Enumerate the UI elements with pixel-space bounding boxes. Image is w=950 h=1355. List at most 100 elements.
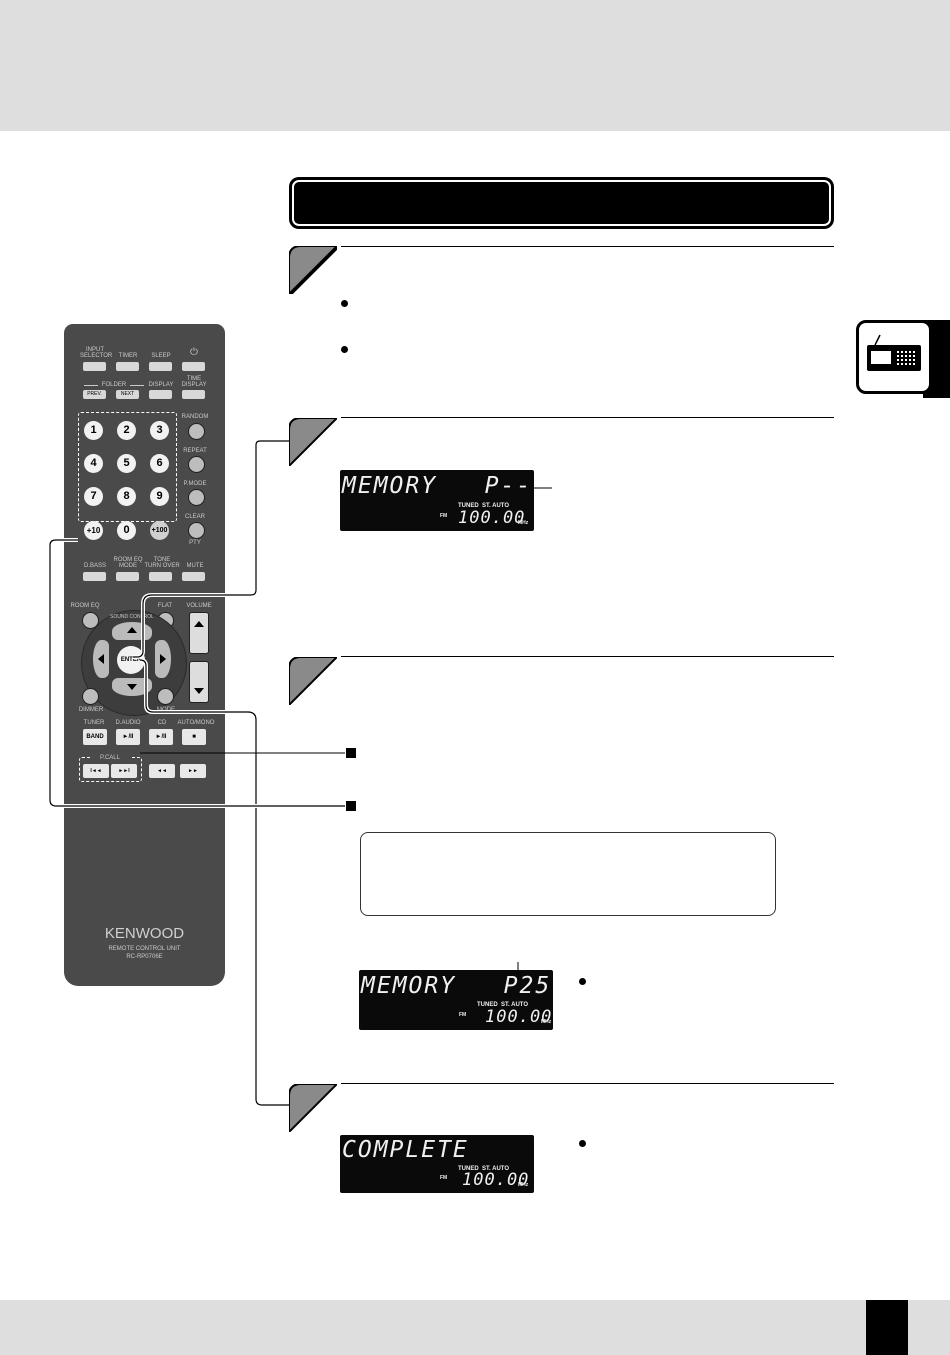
band-button[interactable]: BAND xyxy=(83,729,107,745)
dbass-label: D.BASS xyxy=(83,563,106,569)
folder-bracket xyxy=(84,385,98,386)
radio-icon xyxy=(856,320,932,394)
random-button[interactable] xyxy=(188,423,205,440)
lcd-memory-p25: MEMORY P25 TUNED ST. AUTO FM 100.00 MHz xyxy=(359,970,553,1030)
flat-label: FLAT xyxy=(157,603,173,609)
down-arrow-icon xyxy=(194,688,204,694)
repeat-button[interactable] xyxy=(188,456,205,473)
mode-button[interactable] xyxy=(157,688,174,705)
number-2-button[interactable]: 2 xyxy=(117,421,136,440)
up-button[interactable] xyxy=(112,622,152,640)
lcd-indicators: TUNED ST. AUTO xyxy=(477,1002,529,1008)
bullet xyxy=(341,300,348,307)
pcall-prev-button[interactable]: I◄◄ xyxy=(83,764,109,778)
time-display-label: TIME DISPLAY xyxy=(181,376,207,388)
number-8-button[interactable]: 8 xyxy=(117,487,136,506)
down-button[interactable] xyxy=(112,678,152,696)
lcd-unit: MHz xyxy=(518,1182,529,1188)
dimmer-button[interactable] xyxy=(82,688,99,705)
pcall-label: P.CALL xyxy=(90,755,130,761)
right-button[interactable] xyxy=(155,640,171,678)
power-button[interactable] xyxy=(182,362,205,371)
bullet xyxy=(341,346,348,353)
bullet xyxy=(579,978,586,985)
lcd-frequency: 100.00 xyxy=(458,508,526,528)
dimmer-label: DIMMER xyxy=(78,707,104,713)
volume-up-button[interactable] xyxy=(189,612,209,654)
random-label: RANDOM xyxy=(181,414,209,420)
subheading-marker xyxy=(346,801,356,811)
display-button[interactable] xyxy=(149,390,172,399)
tone-turn-over-label: TONE TURN OVER xyxy=(144,557,180,569)
number-7-button[interactable]: 7 xyxy=(84,487,103,506)
stop-button[interactable]: ■ xyxy=(182,729,206,745)
clear-label: CLEAR xyxy=(184,514,205,520)
lcd-main-text: MEMORY P25 xyxy=(361,973,552,999)
step-4-marker xyxy=(289,1084,337,1132)
pty-label: PTY xyxy=(189,540,201,546)
lcd-main-text: COMPLETE xyxy=(342,1137,469,1163)
number-5-button[interactable]: 5 xyxy=(117,454,136,473)
room-eq-mode-button[interactable] xyxy=(116,572,139,581)
room-eq-label: ROOM EQ xyxy=(70,603,100,609)
lcd-band: FM xyxy=(440,513,448,519)
lcd-unit: MHz xyxy=(518,520,529,526)
subheading-marker xyxy=(346,748,356,758)
daudio-label: D.AUDIO xyxy=(115,720,141,726)
sleep-label: SLEEP xyxy=(151,353,171,359)
brand-logo: KENWOOD xyxy=(104,925,185,942)
prev-folder-button[interactable]: PREV. xyxy=(83,390,106,399)
left-arrow-icon xyxy=(98,654,104,664)
pcall-next-button[interactable]: ►►I xyxy=(111,764,137,778)
top-band xyxy=(0,0,950,131)
plus100-button[interactable]: +100 xyxy=(150,521,169,540)
folder-bracket xyxy=(130,385,144,386)
number-9-button[interactable]: 9 xyxy=(150,487,169,506)
pmode-label: P.MODE xyxy=(183,481,207,487)
sleep-button[interactable] xyxy=(149,362,172,371)
bullet xyxy=(579,1140,586,1147)
next-folder-button[interactable]: NEXT xyxy=(116,390,139,399)
number-4-button[interactable]: 4 xyxy=(84,454,103,473)
cd-play-pause-button[interactable]: ►/II xyxy=(149,729,173,745)
number-1-button[interactable]: 1 xyxy=(84,421,103,440)
volume-down-button[interactable] xyxy=(189,661,209,703)
volume-label: VOLUME xyxy=(186,603,212,609)
display-label: DISPLAY xyxy=(148,382,174,388)
number-3-button[interactable]: 3 xyxy=(150,421,169,440)
rewind-button[interactable]: ◄◄ xyxy=(149,764,175,778)
lcd-main-text: MEMORY P-- xyxy=(342,473,533,499)
step-2-rule xyxy=(341,417,834,418)
time-display-button[interactable] xyxy=(182,390,205,399)
number-0-button[interactable]: 0 xyxy=(117,521,136,540)
tone-button[interactable] xyxy=(149,572,172,581)
left-button[interactable] xyxy=(93,640,109,678)
mute-button[interactable] xyxy=(182,572,205,581)
step-3-rule xyxy=(341,656,834,657)
lcd-indicators: TUNED ST. AUTO xyxy=(458,1166,510,1172)
page-number-box xyxy=(866,1300,908,1355)
pmode-button[interactable] xyxy=(188,489,205,506)
up-arrow-icon xyxy=(194,621,204,627)
section-title-bar xyxy=(289,177,834,229)
lcd-indicators: TUNED ST. AUTO xyxy=(458,503,510,509)
dbass-button[interactable] xyxy=(83,572,106,581)
number-6-button[interactable]: 6 xyxy=(150,454,169,473)
enter-button[interactable]: ENTER xyxy=(117,646,145,674)
step-1-rule xyxy=(341,246,834,247)
power-icon: ⏻ xyxy=(190,347,198,358)
room-eq-mode-label: ROOM EQ MODE xyxy=(113,557,143,569)
lcd-frequency: 100.00 xyxy=(462,1170,530,1190)
daudio-play-pause-button[interactable]: ►/II xyxy=(116,729,140,745)
clear-button[interactable] xyxy=(188,522,205,539)
right-arrow-icon xyxy=(160,654,166,664)
input-selector-button[interactable] xyxy=(83,362,106,371)
remote-control: INPUT SELECTOR TIMER SLEEP ⏻ FOLDER DISP… xyxy=(64,324,225,986)
step-2-marker xyxy=(289,418,337,466)
step-3-marker xyxy=(289,657,337,705)
timer-button[interactable] xyxy=(116,362,139,371)
lcd-band: FM xyxy=(440,1175,448,1181)
plus10-button[interactable]: +10 xyxy=(84,521,103,540)
folder-label: FOLDER xyxy=(101,382,127,388)
fast-forward-button[interactable]: ►► xyxy=(180,764,206,778)
